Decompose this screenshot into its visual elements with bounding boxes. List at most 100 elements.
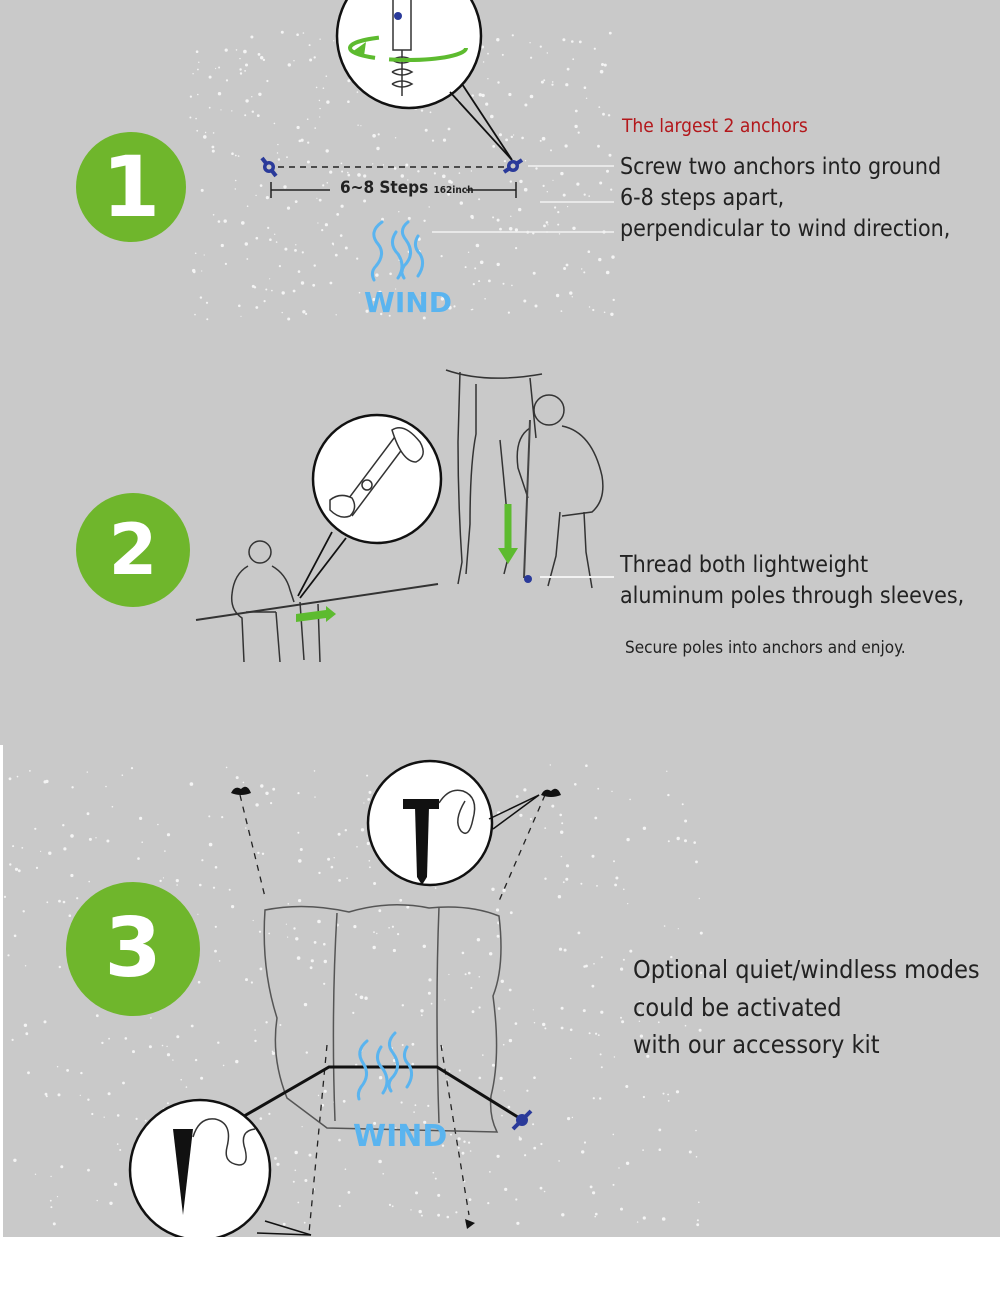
- speckle-dot: [17, 869, 21, 873]
- speckle-dot: [474, 267, 477, 270]
- speckle-dot: [58, 965, 61, 969]
- speckle-dot: [596, 885, 598, 887]
- speckle-dot: [255, 306, 259, 309]
- speckle-dot: [549, 764, 551, 766]
- speckle-dot: [292, 289, 296, 293]
- speckle-dot: [434, 887, 437, 889]
- speckle-dot: [378, 290, 382, 294]
- speckle-dot: [166, 1045, 168, 1048]
- speckle-dot: [256, 114, 260, 117]
- speckle-dot: [250, 981, 253, 984]
- speckle-dot: [695, 1156, 698, 1158]
- speckle-dot: [698, 1028, 702, 1032]
- speckle-dot: [667, 1093, 669, 1096]
- speckle-dot: [411, 1062, 415, 1066]
- speckle-dot: [166, 833, 171, 837]
- speckle-dot: [176, 884, 178, 886]
- speckle-dot: [101, 1041, 104, 1045]
- speckle-dot: [197, 68, 199, 71]
- speckle-dot: [501, 53, 504, 56]
- speckle-dot: [164, 850, 166, 852]
- speckle-dot: [222, 1064, 225, 1067]
- speckle-dot: [259, 1117, 263, 1120]
- speckle-dot: [583, 193, 586, 196]
- speckle-dot: [489, 1171, 491, 1173]
- speckle-dot: [271, 289, 273, 292]
- speckle-dot: [442, 174, 446, 179]
- speckle-dot: [111, 805, 114, 808]
- speckle-dot: [492, 145, 496, 148]
- speckle-dot: [557, 211, 560, 214]
- speckle-dot: [558, 947, 563, 951]
- speckle-dot: [571, 40, 574, 43]
- speckle-dot: [415, 1131, 419, 1136]
- speckle-dot: [463, 1140, 466, 1143]
- speckle-dot: [218, 66, 221, 69]
- step-3-line-3: with our accessory kit: [633, 1030, 880, 1059]
- speckle-dot: [514, 1022, 518, 1025]
- speckle-dot: [448, 973, 450, 976]
- speckle-dot: [411, 192, 413, 194]
- speckle-dot: [308, 1153, 312, 1157]
- speckle-dot: [274, 1157, 277, 1160]
- speckle-dot: [544, 877, 547, 880]
- speckle-dot: [585, 964, 588, 968]
- speckle-dot: [29, 770, 31, 772]
- speckle-dot: [376, 932, 378, 935]
- speckle-dot: [338, 1204, 341, 1208]
- speckle-dot: [595, 1032, 598, 1035]
- speckle-dot: [204, 131, 207, 134]
- speckle-dot: [658, 1148, 662, 1151]
- speckle-dot: [287, 936, 289, 938]
- speckle-dot: [559, 813, 562, 817]
- speckle-dot: [503, 1090, 505, 1092]
- speckle-dot: [260, 784, 264, 788]
- speckle-dot: [22, 910, 25, 913]
- speckle-dot: [587, 250, 591, 253]
- speckle-dot: [677, 928, 679, 930]
- speckle-dot: [496, 262, 500, 267]
- speckle-dot: [195, 50, 199, 53]
- speckle-dot: [541, 136, 546, 141]
- speckle-dot: [88, 837, 92, 841]
- speckle-dot: [476, 938, 481, 942]
- speckle-dot: [277, 143, 279, 146]
- speckle-dot: [276, 1162, 280, 1166]
- speckle-dot: [27, 1071, 30, 1075]
- speckle-dot: [312, 283, 316, 287]
- speckle-dot: [197, 913, 199, 915]
- speckle-dot: [504, 1187, 508, 1191]
- speckle-dot: [629, 949, 633, 953]
- speckle-dot: [415, 1191, 418, 1195]
- speckle-dot: [625, 1085, 629, 1088]
- speckle-dot: [539, 45, 542, 48]
- speckle-dot: [572, 226, 576, 230]
- speckle-dot: [467, 251, 470, 253]
- anchor-icon: [524, 575, 532, 583]
- speckle-dot: [208, 842, 213, 847]
- windbreak-panel: [263, 904, 502, 1133]
- speckle-dot: [432, 1171, 435, 1174]
- wind-icon: [370, 220, 425, 282]
- speckle-dot: [71, 786, 74, 789]
- speckle-dot: [429, 111, 432, 114]
- speckle-dot: [364, 996, 368, 1000]
- speckle-dot: [599, 1053, 602, 1056]
- speckle-dot: [600, 1066, 603, 1069]
- speckle-dot: [441, 294, 444, 298]
- speckle-dot: [258, 930, 262, 933]
- speckle-dot: [325, 149, 329, 153]
- speckle-dot: [24, 965, 27, 967]
- speckle-dot: [116, 1114, 120, 1117]
- speckle-dot: [352, 1011, 355, 1014]
- speckle-dot: [496, 934, 500, 938]
- speckle-dot: [626, 837, 630, 842]
- speckle-dot: [530, 56, 533, 59]
- speckle-dot: [203, 135, 207, 139]
- speckle-dot: [372, 945, 376, 950]
- speckle-dot: [271, 1051, 275, 1055]
- speckle-dot: [667, 840, 670, 843]
- speckle-dot: [576, 182, 580, 186]
- speckle-dot: [552, 179, 554, 181]
- speckle-dot: [319, 38, 321, 40]
